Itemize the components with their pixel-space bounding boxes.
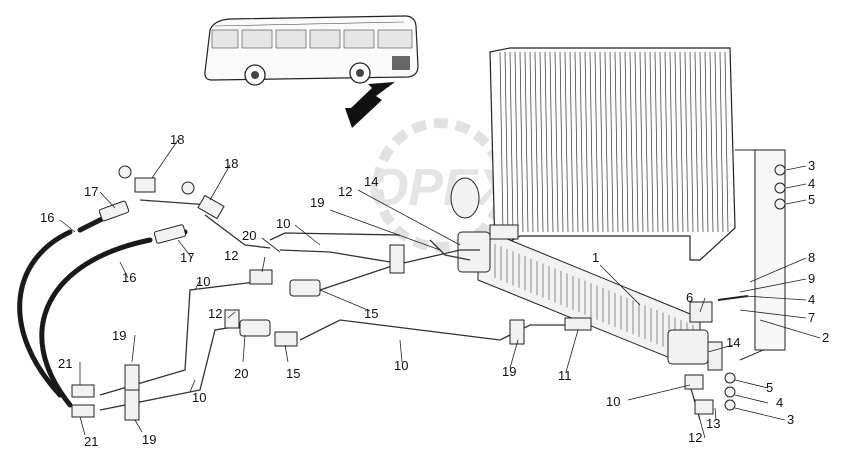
- callout-10: 10: [196, 274, 210, 289]
- callout-19: 19: [502, 364, 516, 379]
- bracket-hardware: [689, 164, 786, 411]
- callout-3: 3: [808, 158, 815, 173]
- callout-13: 13: [706, 416, 720, 431]
- callout-2: 2: [822, 330, 829, 345]
- callout-4: 4: [808, 292, 815, 307]
- leader-lines: [59, 139, 821, 439]
- watermark-text: OPEX: [368, 159, 516, 217]
- callout-21: 21: [58, 356, 72, 371]
- oil-cooler: [457, 231, 709, 365]
- callout-6: 6: [686, 290, 693, 305]
- callout-12: 12: [688, 430, 702, 445]
- rigid-pipes: [99, 199, 701, 421]
- callout-5: 5: [766, 380, 773, 395]
- callout-10: 10: [394, 358, 408, 373]
- location-arrow: [345, 82, 395, 128]
- flexible-hoses: [17, 212, 188, 408]
- callout-3: 3: [787, 412, 794, 427]
- callout-12: 12: [338, 184, 352, 199]
- callout-12: 12: [208, 306, 222, 321]
- callout-4: 4: [776, 395, 783, 410]
- callout-19: 19: [142, 432, 156, 447]
- callout-4: 4: [808, 176, 815, 191]
- callout-14: 14: [364, 174, 378, 189]
- callout-17: 17: [84, 184, 98, 199]
- callout-16: 16: [122, 270, 136, 285]
- callout-20: 20: [234, 366, 248, 381]
- callout-labels: 1 2 3 4 5 8 9 4 7 6 14 5 4 3 13 12 10 11…: [40, 132, 829, 449]
- callout-19: 19: [310, 195, 324, 210]
- callout-16: 16: [40, 210, 54, 225]
- callout-12: 12: [224, 248, 238, 263]
- callout-20: 20: [242, 228, 256, 243]
- callout-10: 10: [192, 390, 206, 405]
- callout-11: 11: [558, 368, 572, 383]
- callout-9: 9: [808, 271, 815, 286]
- callout-17: 17: [180, 250, 194, 265]
- callout-5: 5: [808, 192, 815, 207]
- callout-18: 18: [224, 156, 238, 171]
- fittings: [71, 165, 723, 421]
- callout-1: 1: [592, 250, 599, 265]
- callout-15: 15: [364, 306, 378, 321]
- callout-15: 15: [286, 366, 300, 381]
- callout-18: 18: [170, 132, 184, 147]
- callout-10: 10: [606, 394, 620, 409]
- callout-8: 8: [808, 250, 815, 265]
- callout-19: 19: [112, 328, 126, 343]
- opex-watermark: OPEX: [368, 118, 516, 252]
- callout-10: 10: [276, 216, 290, 231]
- callout-21: 21: [84, 434, 98, 449]
- callout-14: 14: [726, 335, 740, 350]
- bus-thumbnail: [204, 15, 419, 86]
- callout-7: 7: [808, 310, 815, 325]
